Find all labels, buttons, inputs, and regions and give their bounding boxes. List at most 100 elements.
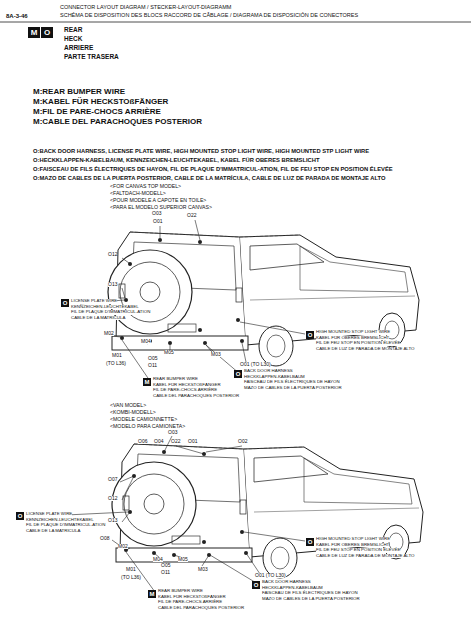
callout-number: M05 xyxy=(178,557,188,562)
callout-number: O06 xyxy=(138,439,147,444)
section-code-box: M xyxy=(28,27,40,38)
callout-text: HECKKLAPPEN-KABELBAUM xyxy=(262,586,323,591)
callout-text: REAR BUMPER WIRE xyxy=(158,589,203,594)
callout-text: LICENSE PLATE WIRE xyxy=(26,512,72,517)
callout-text: CABLE DE LUZ DE PARADA DE MONTAJE ALTO xyxy=(316,347,415,352)
page-header: SCHÉMA DE DISPOSITION DES BLOCS RACCORD … xyxy=(60,13,358,19)
drawing-stroke xyxy=(122,476,134,500)
harness-title: M:FIL DE PARE-CHOCS ARRIÈRE xyxy=(33,108,161,116)
code-letter: O xyxy=(44,29,50,37)
callout-number: O11 xyxy=(161,570,170,575)
callout-number: M02 xyxy=(118,544,128,549)
drawing-stroke xyxy=(242,343,246,362)
section-title: HECK xyxy=(64,36,82,43)
callout-number: M01 xyxy=(126,567,136,572)
callout-number: O03 xyxy=(168,430,177,435)
callout-number: O01 (TO L30) xyxy=(255,573,286,578)
callout-code-box: O xyxy=(61,299,69,307)
code-letter: O xyxy=(18,513,23,519)
page-header: CONNECTOR LAYOUT DIAGRAM / STECKER-LAYOU… xyxy=(60,5,231,11)
callout-number: O07 xyxy=(108,477,117,482)
model-label: <VAN MODEL> xyxy=(110,403,146,408)
callout-text: FIL DE FEU STOP EN POSITION ÉLEVÉE xyxy=(316,341,400,346)
callout-text: BACK DOOR HARNESS xyxy=(244,369,293,374)
callout-text: BACK DOOR HARNESS xyxy=(262,580,311,585)
callout-number: O12 xyxy=(108,252,117,257)
page-number: 8A-3-46 xyxy=(6,13,28,19)
drawing-stroke xyxy=(122,288,125,298)
callout-number: (TO L36) xyxy=(121,575,141,580)
drawing-stroke xyxy=(240,322,305,334)
callout-number: O01 (TO L30) xyxy=(240,362,271,367)
callout-number: O02 xyxy=(238,439,247,444)
callout-number: O04 xyxy=(154,439,163,444)
code-letter: O xyxy=(236,371,241,377)
drawing-stroke xyxy=(0,22,471,23)
drawing-stroke xyxy=(122,340,150,381)
callout-text: KABEL FÜR HECKSTOßFÄNGER xyxy=(158,595,226,600)
section-code-box: O xyxy=(41,27,53,38)
callout-code-box: O xyxy=(252,581,260,589)
harness-title: O:HECKKLAPPEN-KABELBAUM, KENNZEICHEN-LEU… xyxy=(33,157,320,163)
section-title: PARTE TRASERA xyxy=(64,54,119,61)
callout-number: (TO L36) xyxy=(106,361,126,366)
callout-number: O01 xyxy=(188,439,197,444)
callout-number: O01 xyxy=(153,219,162,224)
callout-number: O22 xyxy=(171,439,180,444)
drawing-stroke xyxy=(246,553,260,574)
drawing-stroke xyxy=(195,220,200,240)
callout-number: O11 xyxy=(148,363,157,368)
code-letter: M xyxy=(31,29,38,37)
callout-number: O22 xyxy=(187,213,196,218)
drawing-stroke xyxy=(202,555,209,566)
code-letter: O xyxy=(308,539,313,545)
section-title: ARRIERE xyxy=(64,45,93,52)
callout-text: FIL DE PARE-CHOCS ARRIÈRE xyxy=(153,388,217,393)
callout-number: M05 xyxy=(164,350,174,355)
code-letter: O xyxy=(254,582,259,588)
model-label: <MODELE CAMIONNETTE> xyxy=(110,417,177,422)
code-letter: O xyxy=(63,300,68,306)
callout-text: MAZO DE CABLES DE LA PUERTA POSTERIOR xyxy=(262,597,360,602)
callout-text: CABLE DE LUZ DE PARADA DE MONTAJE ALTO xyxy=(316,554,415,559)
callout-code-box: O xyxy=(306,538,314,546)
callout-number: O03 xyxy=(152,211,161,216)
harness-title: M:CABLE DEL PARACHOQUES POSTERIOR xyxy=(33,118,202,126)
callout-text: CABLE DEL PARACHOQUES POSTERIOR xyxy=(153,394,239,399)
callout-text: FIL DE FEU STOP EN POSITION ÉLEVÉE xyxy=(316,548,400,553)
harness-title: O:MAZO DE CABLES DE LA PUERTA POSTERIOR,… xyxy=(33,175,386,181)
model-label: <FALTDACH-MODELL> xyxy=(110,191,166,196)
model-label: <FOR CANVAS TOP MODEL> xyxy=(110,184,181,189)
callout-text: KABEL FÜR OBERES BREMSLICHT xyxy=(316,543,389,548)
drawing-stroke xyxy=(244,532,305,541)
drawing-stroke xyxy=(108,232,419,366)
callout-text: HIGH MOUNTED STOP LIGHT WIRE xyxy=(316,330,390,335)
callout-number: O12 xyxy=(108,496,117,501)
callout-text: CABLE DE LA MATRÍCULA xyxy=(71,316,125,321)
section-title: REAR xyxy=(64,27,82,34)
harness-title: M:KABEL FÜR HECKSTOßFÄNGER xyxy=(33,98,168,106)
model-label: <MODELO PARA CAMIONETA> xyxy=(110,424,185,429)
callout-number: M04 xyxy=(153,557,163,562)
callout-text: FIL DE PARE-CHOCS ARRIÈRE xyxy=(158,600,222,605)
drawing-stroke xyxy=(210,555,258,584)
callout-text: KABEL FÜR OBERES BREMSLICHT xyxy=(316,336,389,341)
drawing-stroke xyxy=(112,444,423,578)
callout-number: O13 xyxy=(108,282,117,287)
callout-text: KENNZEICHEN-LEUCHTEKABEL xyxy=(26,518,94,523)
callout-number: M03 xyxy=(198,567,208,572)
drawing-stroke xyxy=(126,552,155,592)
callout-text: KENNZEICHEN-LEUCHTEKABEL xyxy=(71,305,139,310)
drawing-stroke xyxy=(120,476,134,482)
callout-text: FIL DE PLAQUE D'IMMATRICUL-ATION xyxy=(26,523,105,528)
drawing-stroke xyxy=(176,446,204,454)
drawing-stroke xyxy=(45,220,305,592)
harness-title: O:BACK DOOR HARNESS, LICENSE PLATE WIRE,… xyxy=(33,148,369,154)
callout-number: M03 xyxy=(211,352,221,357)
drawing-stroke xyxy=(122,258,129,263)
callout-code-box: O xyxy=(16,512,24,520)
callout-code-box: M xyxy=(143,378,151,386)
callout-number: O13 xyxy=(108,518,117,523)
callout-text: REAR BUMPER WIRE xyxy=(153,377,198,382)
callout-number: O08 xyxy=(100,536,109,541)
